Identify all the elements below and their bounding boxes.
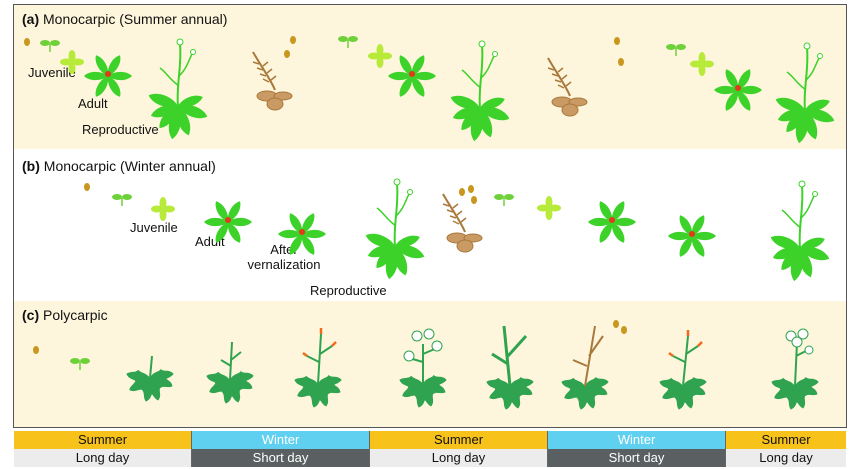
season-winter-1: Winter: [192, 431, 370, 449]
daylength-long-1: Long day: [14, 449, 192, 467]
panel-winter-annual: (b) Monocarpic (Winter annual) Juvenile …: [14, 152, 846, 298]
panel-a-title: (a) Monocarpic (Summer annual): [22, 11, 228, 27]
panel-b-title: (b) Monocarpic (Winter annual): [22, 158, 216, 174]
daylength-long-2: Long day: [370, 449, 548, 467]
figure-frame: [13, 4, 847, 428]
daylength-short-2: Short day: [548, 449, 726, 467]
season-winter-2: Winter: [548, 431, 726, 449]
label-reproductive-a: Reproductive: [82, 122, 159, 137]
season-strip: Summer Winter Summer Winter Summer: [14, 431, 846, 449]
panel-b-plants: [84, 179, 831, 282]
season-summer-3: Summer: [726, 431, 846, 449]
panel-c-title: (c) Polycarpic: [22, 307, 108, 323]
season-summer-1: Summer: [14, 431, 192, 449]
label-juvenile-b: Juvenile: [130, 220, 178, 235]
panel-polycarpic: (c) Polycarpic: [14, 301, 846, 427]
panel-summer-annual: (a) Monocarpic (Summer annual) Juvenile …: [14, 5, 846, 149]
daylength-long-3: Long day: [726, 449, 846, 467]
daylength-short-1: Short day: [192, 449, 370, 467]
label-juvenile-a: Juvenile: [28, 65, 76, 80]
panel-c-plants: [33, 320, 820, 411]
panel-a-plants: [24, 35, 836, 144]
label-reproductive-b: Reproductive: [310, 283, 387, 298]
day-length-strip: Long day Short day Long day Short day Lo…: [14, 449, 846, 467]
season-summer-2: Summer: [370, 431, 548, 449]
label-adult-a: Adult: [78, 96, 108, 111]
